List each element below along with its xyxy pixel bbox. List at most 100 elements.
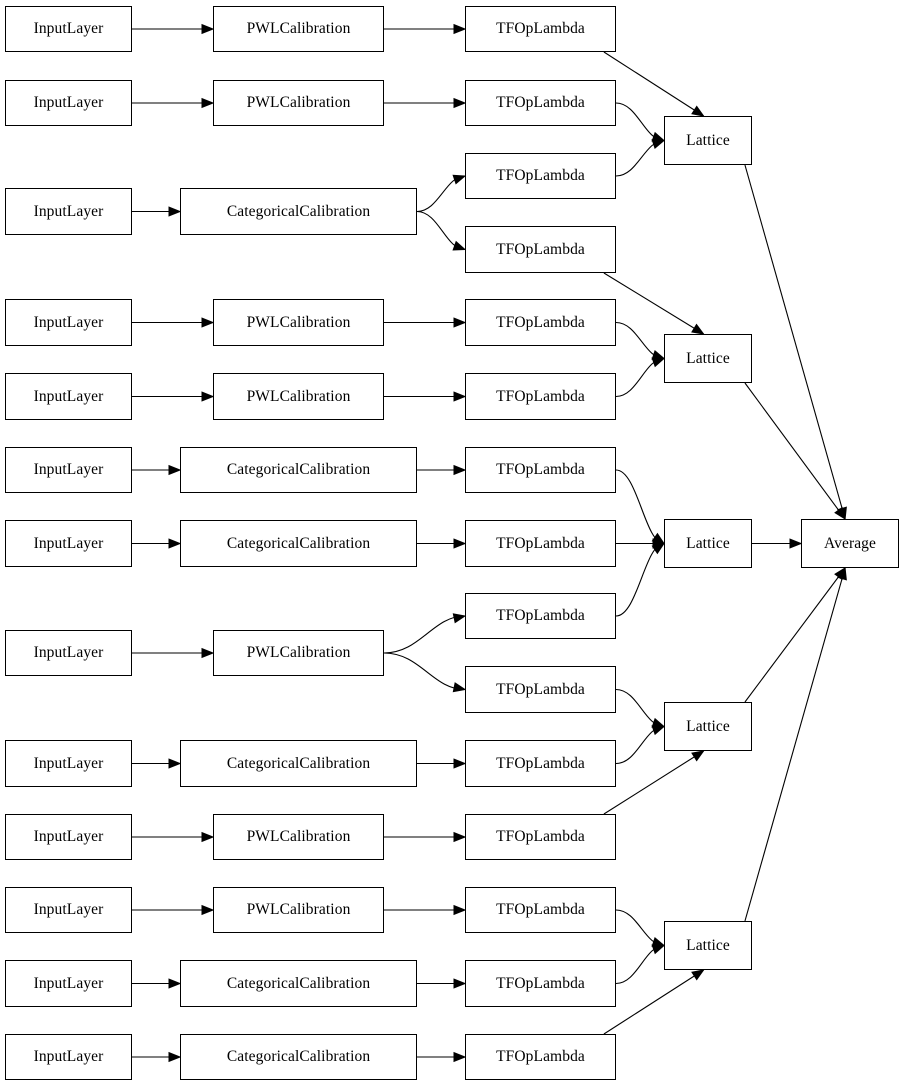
graph-node-cal6[interactable]: CategoricalCalibration (180, 520, 417, 567)
edge-lam9-to-lat3 (615, 688, 665, 728)
edge-lam11-to-lat3 (603, 750, 704, 815)
arrowhead-cal5-to-lam6 (453, 464, 467, 476)
arrowhead-lam7-to-lat2 (652, 538, 666, 549)
graph-node-in0[interactable]: InputLayer (5, 6, 132, 52)
graph-node-cal1[interactable]: PWLCalibration (213, 80, 384, 126)
graph-node-lam2[interactable]: TFOpLambda (465, 153, 616, 199)
graph-node-lam8[interactable]: TFOpLambda (465, 593, 616, 639)
graph-node-lam13[interactable]: TFOpLambda (465, 960, 616, 1007)
graph-node-lat4[interactable]: Lattice (664, 921, 752, 970)
arrowhead-cal10-to-lam12 (453, 904, 467, 916)
edge-lam0-to-lat0 (603, 51, 704, 117)
edge-lat0-to-avg (744, 164, 846, 520)
arrowhead-cal3-to-lam4 (453, 317, 467, 328)
edge-lam1-to-lat0 (615, 102, 665, 142)
graph-node-in8[interactable]: InputLayer (5, 740, 132, 787)
graph-node-lat1[interactable]: Lattice (664, 334, 752, 383)
edge-cal7-to-lam9 (383, 652, 466, 691)
graph-node-lam6[interactable]: TFOpLambda (465, 447, 616, 493)
edge-lam5-to-lat1 (615, 357, 665, 398)
edge-lam2-to-lat0 (615, 139, 665, 177)
arrowhead-lam9-to-lat3 (651, 717, 666, 728)
edge-cal2-to-lam2 (416, 175, 466, 213)
edge-lam4-to-lat1 (615, 321, 665, 360)
graph-node-lam5[interactable]: TFOpLambda (465, 373, 616, 420)
graph-node-lam1[interactable]: TFOpLambda (465, 80, 616, 126)
graph-node-in7[interactable]: InputLayer (5, 630, 132, 676)
arrowhead-in6-to-cal6 (168, 538, 182, 549)
arrowhead-in8-to-cal8 (168, 758, 182, 769)
graph-node-in1[interactable]: InputLayer (5, 80, 132, 126)
graph-node-cal10[interactable]: PWLCalibration (213, 887, 384, 933)
arrowhead-lam12-to-lat4 (651, 936, 666, 947)
graph-node-lam10[interactable]: TFOpLambda (465, 740, 616, 787)
graph-node-cal12[interactable]: CategoricalCalibration (180, 1034, 417, 1080)
arrowhead-in1-to-cal1 (201, 97, 215, 109)
arrowhead-in0-to-cal0 (201, 23, 215, 35)
arrowhead-lam2-to-lat0 (651, 139, 666, 150)
graph-node-in6[interactable]: InputLayer (5, 520, 132, 567)
arrowhead-lat4-to-avg (837, 566, 847, 581)
graph-node-in9[interactable]: InputLayer (5, 814, 132, 860)
arrowhead-lam4-to-lat1 (651, 349, 666, 360)
edge-lat3-to-avg (744, 567, 846, 703)
graph-node-lam0[interactable]: TFOpLambda (465, 6, 616, 52)
arrowhead-lam11-to-lat3 (691, 750, 705, 762)
edge-lam3-to-lat1 (603, 272, 704, 335)
arrowhead-cal7-to-lam9 (452, 682, 467, 693)
arrowhead-lam5-to-lat1 (651, 357, 666, 368)
graph-node-cal5[interactable]: CategoricalCalibration (180, 447, 417, 493)
graph-node-cal4[interactable]: PWLCalibration (213, 373, 384, 420)
arrowhead-in4-to-cal4 (201, 391, 215, 402)
graph-node-lam12[interactable]: TFOpLambda (465, 887, 616, 933)
edge-cal2-to-lam3 (416, 210, 466, 251)
graph-node-lat0[interactable]: Lattice (664, 116, 752, 165)
arrowhead-in9-to-cal9 (201, 831, 215, 843)
graph-node-lam4[interactable]: TFOpLambda (465, 299, 616, 346)
graph-node-cal9[interactable]: PWLCalibration (213, 814, 384, 860)
arrowhead-in3-to-cal3 (201, 317, 215, 328)
graph-node-lat2[interactable]: Lattice (664, 519, 752, 568)
arrowhead-cal12-to-lam14 (453, 1051, 467, 1063)
arrowhead-lam10-to-lat3 (651, 725, 666, 736)
graph-node-in12[interactable]: InputLayer (5, 1034, 132, 1080)
edge-lat1-to-avg (744, 382, 846, 520)
graph-node-in11[interactable]: InputLayer (5, 960, 132, 1007)
arrowhead-lam6-to-lat2 (651, 532, 666, 545)
arrowhead-in5-to-cal5 (168, 464, 182, 476)
graph-node-cal3[interactable]: PWLCalibration (213, 299, 384, 346)
graph-node-lam14[interactable]: TFOpLambda (465, 1034, 616, 1080)
graph-node-avg[interactable]: Average (801, 519, 899, 568)
arrowhead-lam14-to-lat4 (691, 969, 705, 981)
graph-node-in3[interactable]: InputLayer (5, 299, 132, 346)
graph-node-in10[interactable]: InputLayer (5, 887, 132, 933)
graph-node-lam9[interactable]: TFOpLambda (465, 666, 616, 713)
arrowhead-lam13-to-lat4 (651, 944, 666, 955)
graph-node-cal11[interactable]: CategoricalCalibration (180, 960, 417, 1007)
edge-lat4-to-avg (744, 567, 846, 922)
arrowhead-cal1-to-lam1 (453, 97, 467, 109)
arrowhead-lam1-to-lat0 (651, 131, 666, 142)
graph-node-cal0[interactable]: PWLCalibration (213, 6, 384, 52)
arrowhead-cal2-to-lam2 (452, 174, 467, 185)
graph-node-in4[interactable]: InputLayer (5, 373, 132, 420)
arrowhead-cal7-to-lam8 (452, 613, 467, 624)
graph-node-cal8[interactable]: CategoricalCalibration (180, 740, 417, 787)
arrowhead-in2-to-cal2 (168, 206, 182, 217)
graph-node-cal2[interactable]: CategoricalCalibration (180, 188, 417, 235)
arrowhead-cal6-to-lam7 (453, 538, 467, 549)
graph-node-in5[interactable]: InputLayer (5, 447, 132, 493)
graph-node-lat3[interactable]: Lattice (664, 702, 752, 751)
edge-lam13-to-lat4 (615, 944, 665, 985)
graph-node-cal7[interactable]: PWLCalibration (213, 630, 384, 676)
arrowhead-lam0-to-lat0 (691, 105, 705, 117)
arrowhead-in10-to-cal10 (201, 904, 215, 916)
arrowhead-in12-to-cal12 (168, 1051, 182, 1063)
arrowhead-cal11-to-lam13 (453, 978, 467, 989)
graph-node-lam11[interactable]: TFOpLambda (465, 814, 616, 860)
graph-node-in2[interactable]: InputLayer (5, 188, 132, 235)
graph-node-lam7[interactable]: TFOpLambda (465, 520, 616, 567)
graph-node-lam3[interactable]: TFOpLambda (465, 226, 616, 273)
edge-lam6-to-lat2 (615, 469, 665, 545)
